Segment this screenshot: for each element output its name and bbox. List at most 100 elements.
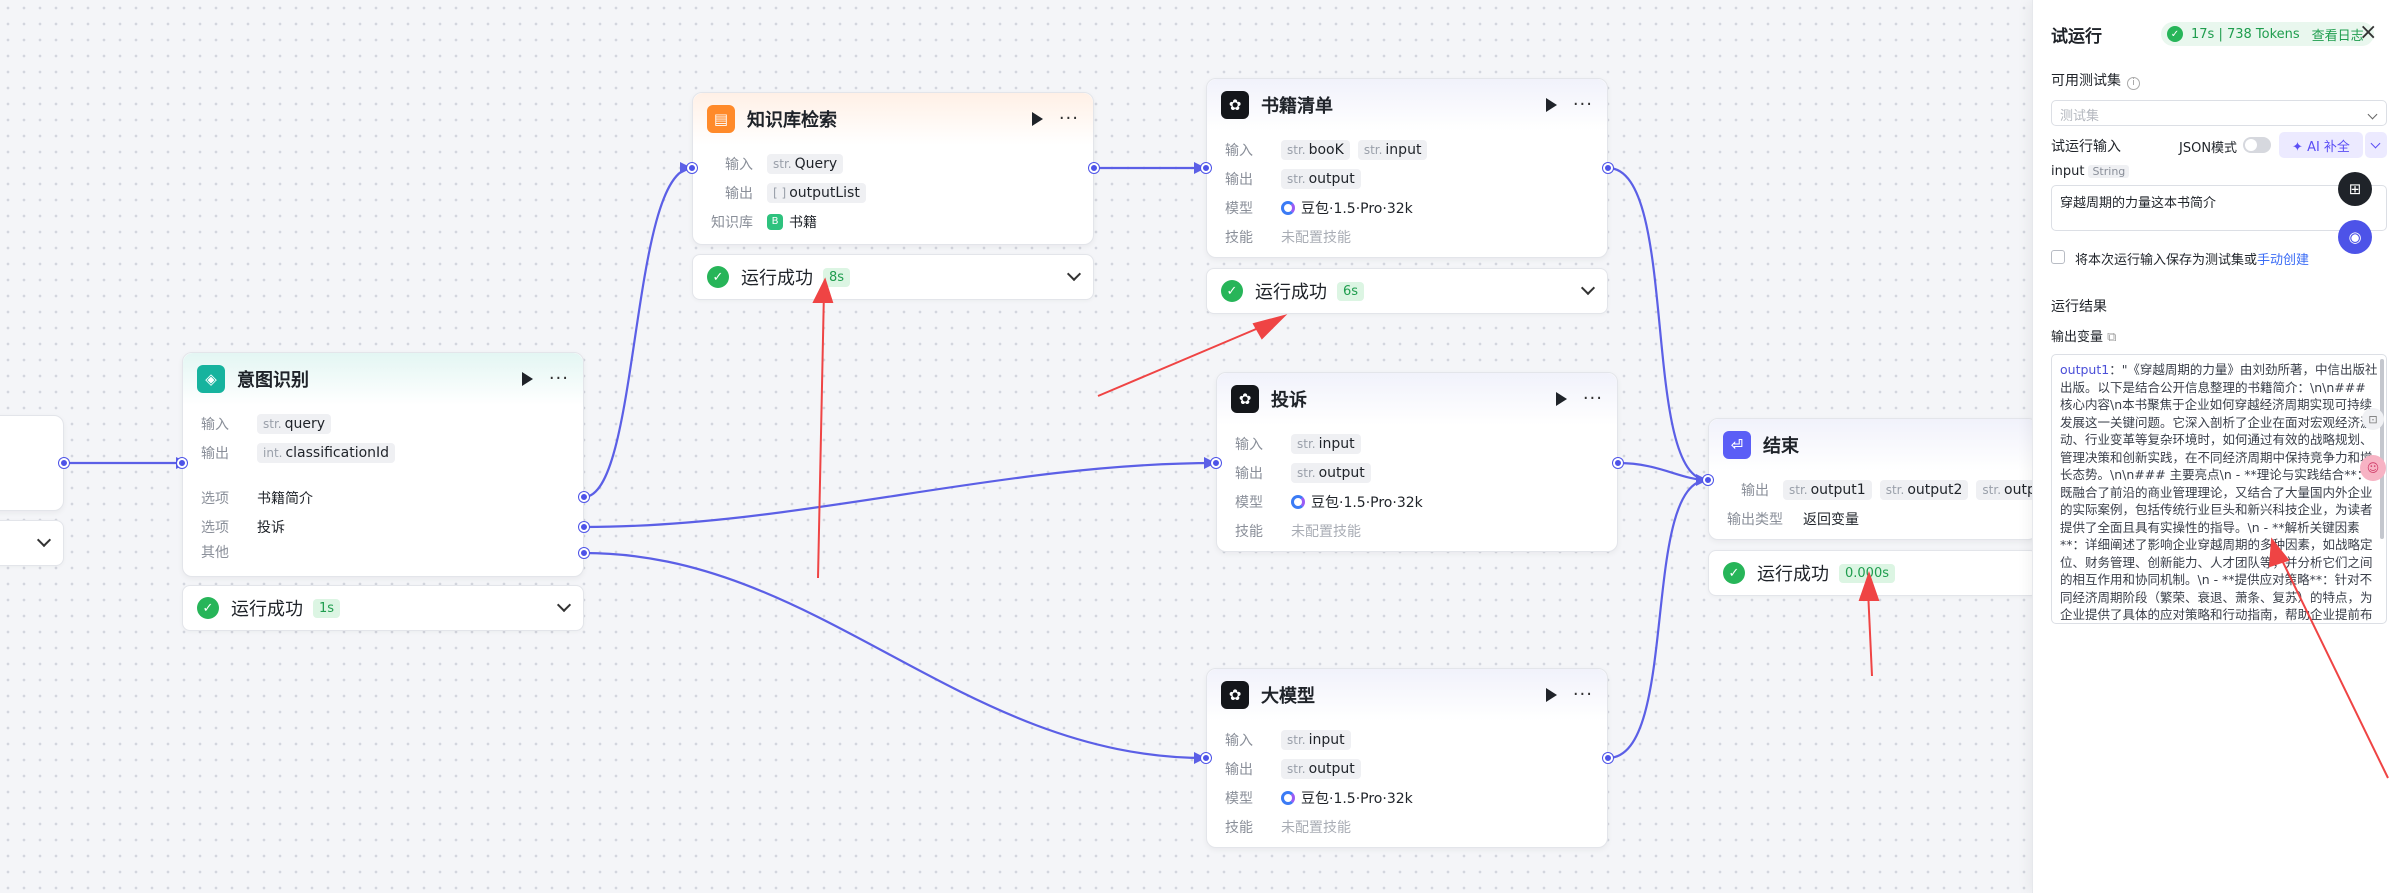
model-icon	[1281, 200, 1295, 215]
input-label: 输入	[1235, 436, 1263, 453]
avatar-icon[interactable]: ☺	[2360, 455, 2386, 481]
node-header: ⏎ 结束	[1709, 419, 2032, 471]
output-type-label: 输出类型	[1727, 511, 1783, 528]
skill-value: 未配置技能	[1281, 229, 1351, 246]
play-icon[interactable]	[1545, 688, 1557, 702]
edge-intent-llm	[583, 551, 1207, 760]
input-textarea[interactable]: 穿越周期的力量这本书简介	[2051, 185, 2387, 231]
manual-create-link[interactable]: 手动创建	[2257, 253, 2310, 268]
end-icon: ⏎	[1723, 431, 1751, 459]
model-name: 豆包·1.5·Pro·32k	[1301, 790, 1413, 807]
model-label: 模型	[1225, 790, 1253, 807]
end-input-port[interactable]	[1703, 475, 1713, 485]
ai-fill-button[interactable]: ✦ AI 补全	[2279, 132, 2363, 158]
output-label: 输出	[725, 185, 753, 202]
book-icon: B	[767, 213, 783, 230]
skill-label: 技能	[1225, 229, 1253, 246]
llm-output-port[interactable]	[1603, 753, 1613, 763]
play-icon[interactable]	[1555, 392, 1567, 406]
grid-icon[interactable]: ⊞	[2338, 172, 2372, 206]
intent-port-other[interactable]	[579, 548, 589, 558]
more-icon[interactable]: ···	[548, 368, 569, 389]
llm-icon: ✿	[1221, 91, 1249, 119]
type-badge: String	[2088, 165, 2130, 178]
play-icon[interactable]	[521, 372, 533, 386]
node-title: 投诉	[1271, 390, 1307, 411]
complain-output-port[interactable]	[1613, 458, 1623, 468]
output-label: 输出	[1225, 171, 1253, 188]
chevron-down-icon[interactable]	[556, 597, 572, 613]
testset-select[interactable]: 测试集	[2051, 100, 2387, 126]
complain-input-port[interactable]	[1211, 458, 1221, 468]
status-text: 运行成功	[1255, 282, 1327, 303]
end-status[interactable]: ✓ 运行成功 0.000s	[1708, 550, 2032, 596]
chevron-down-icon[interactable]	[1580, 280, 1596, 296]
model-icon	[1281, 790, 1295, 805]
chevron-down-icon[interactable]	[1066, 266, 1082, 282]
input-var-tag: str.query	[257, 413, 332, 434]
status-text: 运行成功	[231, 599, 303, 620]
run-summary-badge: ✓ 17s | 738 Tokens 查看日志	[2161, 22, 2374, 46]
intent-status[interactable]: ✓ 运行成功 1s	[182, 585, 584, 631]
start-output-port[interactable]	[59, 458, 69, 468]
more-icon[interactable]: ···	[1572, 684, 1593, 705]
intent-icon: ◈	[197, 365, 225, 393]
books-output-port[interactable]	[1603, 163, 1613, 173]
scrollbar[interactable]	[2380, 359, 2384, 539]
kb-output-port[interactable]	[1089, 163, 1099, 173]
input-var-tag: str.input	[1357, 139, 1428, 160]
save-testset-checkbox[interactable]	[2051, 250, 2065, 264]
chat-bot-icon[interactable]: ◉	[2338, 220, 2372, 254]
kb-name: 书籍	[789, 214, 817, 231]
ai-fill-dropdown[interactable]	[2365, 132, 2387, 158]
model-name: 豆包·1.5·Pro·32k	[1311, 494, 1423, 511]
duration-badge: 0.000s	[1839, 563, 1895, 583]
books-input-port[interactable]	[1201, 163, 1211, 173]
end-node[interactable]: ⏎ 结束 输出str.output1str.output2str.output3…	[1708, 418, 2032, 540]
kb-input-port[interactable]	[687, 163, 697, 173]
play-icon[interactable]	[1545, 98, 1557, 112]
more-icon[interactable]: ···	[1572, 94, 1593, 115]
intent-port-books[interactable]	[579, 492, 589, 502]
panel-tool-icon[interactable]: ⊡	[2362, 408, 2384, 430]
output-textbox[interactable]: output1："《穿越周期的力量》由刘劲所著，中信出版社出版。以下是结合公开信…	[2051, 354, 2387, 624]
edge-complain-end	[1617, 461, 1709, 482]
edge-intent-kb	[583, 166, 693, 499]
input-var-tag: str.Query	[767, 153, 844, 174]
json-mode-toggle[interactable]	[2243, 137, 2271, 153]
llm-input-port[interactable]	[1201, 753, 1211, 763]
input-label: 输入	[1225, 732, 1253, 749]
success-icon: ✓	[707, 266, 729, 288]
option-label: 选项	[201, 519, 229, 536]
more-icon[interactable]: ···	[1058, 108, 1079, 129]
duration-badge: 6s	[1337, 281, 1365, 301]
start-node[interactable]	[0, 415, 64, 511]
kb-status[interactable]: ✓ 运行成功 8s	[692, 254, 1094, 300]
intent-input-port[interactable]	[177, 458, 187, 468]
node-title: 书籍清单	[1261, 96, 1333, 117]
copy-icon[interactable]: ⧉	[2107, 330, 2117, 345]
node-header: ▤ 知识库检索 ···	[693, 93, 1093, 145]
view-log-link[interactable]: 查看日志	[2311, 28, 2364, 44]
output-var-tag: str.output	[1281, 758, 1361, 779]
option-complain: 投诉	[257, 519, 285, 536]
close-icon[interactable]: ×	[2359, 20, 2378, 45]
play-icon[interactable]	[1031, 112, 1043, 126]
chevron-down-icon[interactable]	[36, 532, 52, 548]
more-icon[interactable]: ···	[1582, 388, 1603, 409]
llm-icon: ✿	[1231, 385, 1259, 413]
node-header: ◈ 意图识别 ···	[183, 353, 583, 405]
duration-badge: 8s	[823, 267, 851, 287]
start-node-status[interactable]	[0, 520, 64, 566]
duration-badge: 1s	[313, 598, 341, 618]
books-status[interactable]: ✓ 运行成功 6s	[1206, 268, 1608, 314]
intent-port-complain[interactable]	[579, 522, 589, 532]
output-var-tag: str.output2	[1879, 479, 1969, 500]
